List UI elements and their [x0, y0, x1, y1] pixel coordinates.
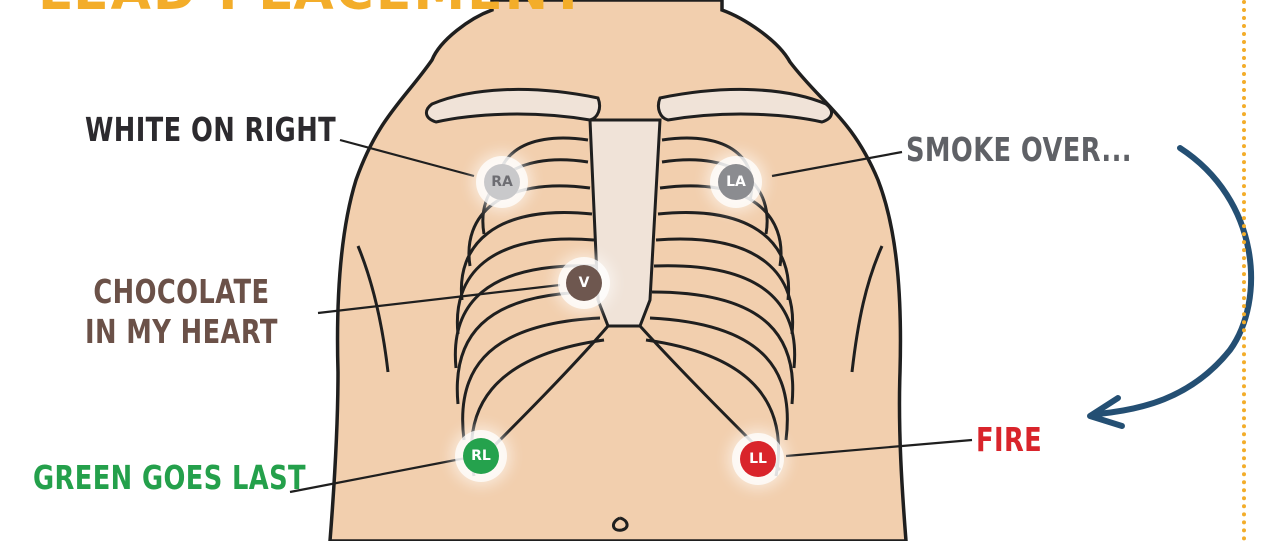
electrode-ll: LL — [740, 441, 776, 477]
electrode-v: V — [566, 265, 602, 301]
sternum — [590, 120, 660, 326]
electrode-rl: RL — [463, 438, 499, 474]
label-chocolate-line2: IN MY HEART — [85, 312, 278, 352]
electrode-la: LA — [718, 164, 754, 200]
page-title: LEAD PLACEMENT — [38, 0, 588, 22]
label-white-on-right: WHITE ON RIGHT — [85, 110, 336, 150]
curved-arrow — [1098, 148, 1251, 414]
label-smoke-over: SMOKE OVER... — [906, 130, 1132, 170]
label-green-goes-last: GREEN GOES LAST — [33, 458, 306, 498]
electrode-ra: RA — [484, 164, 520, 200]
label-fire: FIRE — [976, 420, 1042, 460]
dotted-divider — [1242, 0, 1246, 541]
label-chocolate-line1: CHOCOLATE — [85, 272, 278, 312]
label-chocolate: CHOCOLATE IN MY HEART — [85, 272, 278, 352]
